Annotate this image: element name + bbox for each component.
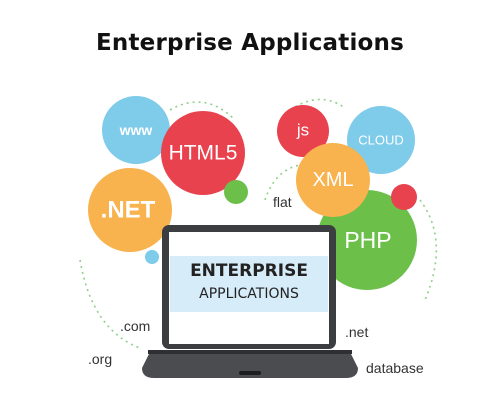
cloud-bubble: CLOUD: [347, 106, 415, 174]
screen-line-enterprise: ENTERPRISE: [190, 261, 308, 281]
php-label: PHP: [344, 227, 391, 253]
cloud-label: CLOUD: [358, 133, 404, 148]
dotted-arc-top-left: [169, 101, 236, 121]
green-dot-small: [224, 180, 248, 204]
flat-tag: flat: [273, 194, 292, 210]
org-tag: .org: [88, 351, 112, 367]
net-bubble: .NET: [88, 168, 172, 252]
www-label: www: [119, 122, 153, 138]
js-bubble: js: [277, 105, 329, 157]
red-dot-small: [391, 184, 417, 210]
xml-label: XML: [312, 169, 353, 191]
js-label: js: [296, 121, 309, 140]
html5-bubble: HTML5: [161, 111, 245, 195]
html5-label: HTML5: [169, 142, 238, 165]
dotted-arc-top-right: [289, 98, 346, 111]
laptop: ENTERPRISE APPLICATIONS: [142, 225, 358, 378]
page-title: Enterprise Applications: [95, 30, 404, 56]
blue-dot-small: [145, 250, 159, 264]
laptop-base: [142, 352, 358, 378]
screen-line-applications: APPLICATIONS: [199, 286, 299, 302]
com-tag: .com: [120, 318, 150, 334]
net-tag: .net: [345, 324, 368, 340]
screen-panel: [170, 256, 328, 312]
xml-bubble: XML: [296, 143, 370, 217]
laptop-notch: [239, 371, 261, 375]
database-tag: database: [366, 360, 424, 376]
laptop-hinge: [148, 350, 352, 354]
dotted-arc-left: [79, 259, 141, 349]
www-bubble: www: [102, 96, 170, 164]
dotted-arcs: [79, 98, 438, 349]
net-label: .NET: [101, 197, 156, 224]
dotted-arc-right: [419, 199, 438, 301]
